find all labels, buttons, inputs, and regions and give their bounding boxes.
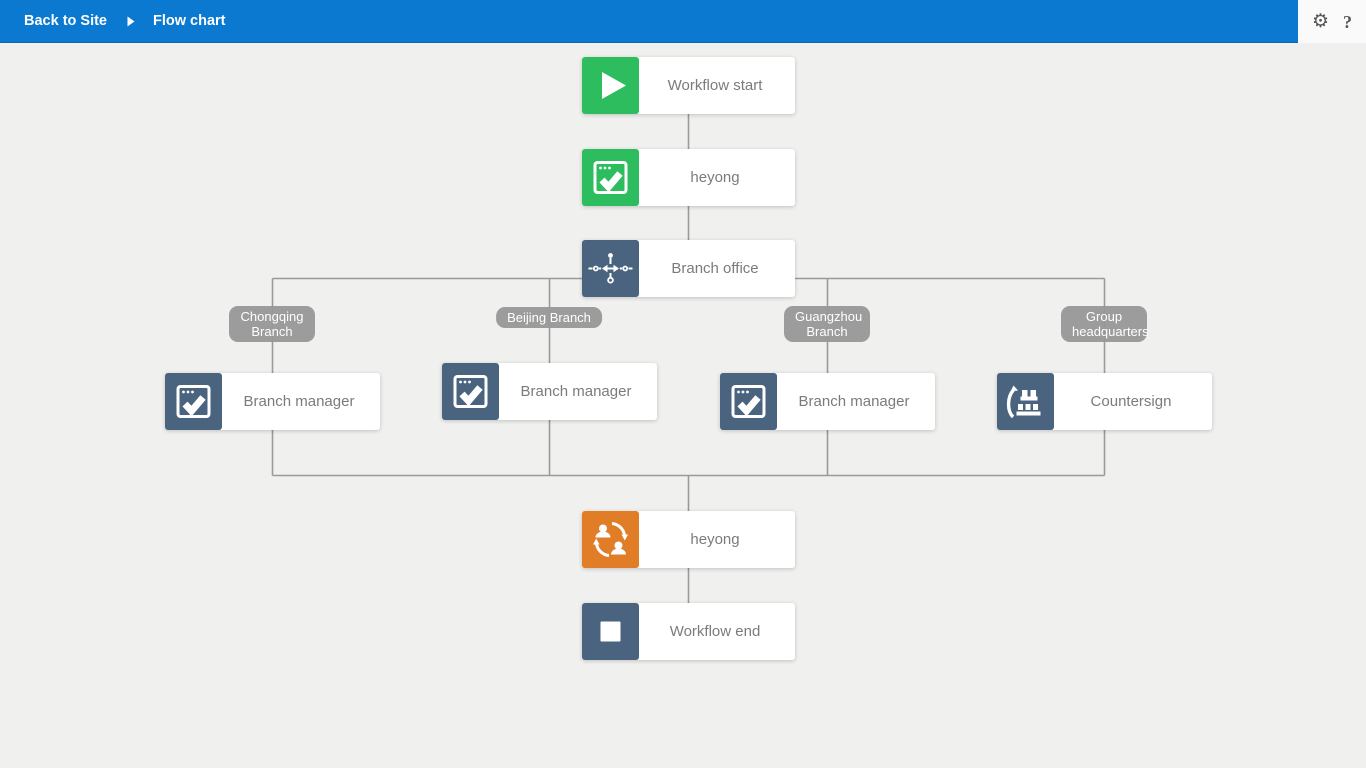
node-label: Branch office [671,260,759,277]
node-branch-manager-2[interactable]: Branch manager [442,363,657,420]
play-icon [582,57,639,114]
node-workflow-start[interactable]: Workflow start [582,57,795,114]
node-label: Countersign [1090,393,1172,410]
stop-square-icon [582,603,639,660]
top-bar-tools: ⚙ ? [1298,0,1366,43]
node-label: heyong [690,531,740,548]
window-check-icon [582,149,639,206]
node-label: heyong [690,169,740,186]
help-icon[interactable]: ? [1343,11,1353,32]
branch-split-icon [582,240,639,297]
node-label: Branch manager [798,393,910,410]
node-label: Workflow end [669,623,761,640]
breadcrumb-chevron-icon [127,16,135,27]
node-label: Branch manager [243,393,355,410]
flow-canvas: Workflow start heyong [0,43,1366,768]
branch-tag-group-hq: Group headquarters [1061,306,1149,342]
countersign-icon [997,373,1054,430]
node-branch-office-split[interactable]: Branch office [582,240,795,297]
branch-tag-beijing: Beijing Branch [496,307,602,328]
node-label: Workflow start [667,77,763,94]
window-check-icon [442,363,499,420]
node-branch-manager-1[interactable]: Branch manager [165,373,380,430]
node-task-heyong-1[interactable]: heyong [582,149,795,206]
handover-people-icon [582,511,639,568]
window-check-icon [720,373,777,430]
page-title: Flow chart [153,13,226,29]
node-label: Branch manager [520,383,632,400]
branch-tag-guangzhou: Guangzhou Branch [784,306,870,342]
node-workflow-end[interactable]: Workflow end [582,603,795,660]
window-check-icon [165,373,222,430]
node-branch-manager-3[interactable]: Branch manager [720,373,935,430]
node-countersign[interactable]: Countersign [997,373,1212,430]
top-bar: Back to Site Flow chart [0,0,1298,43]
branch-tag-chongqing: Chongqing Branch [229,306,315,342]
gear-icon[interactable]: ⚙ [1311,11,1330,32]
back-to-site-link[interactable]: Back to Site [24,13,107,29]
node-task-heyong-2[interactable]: heyong [582,511,795,568]
